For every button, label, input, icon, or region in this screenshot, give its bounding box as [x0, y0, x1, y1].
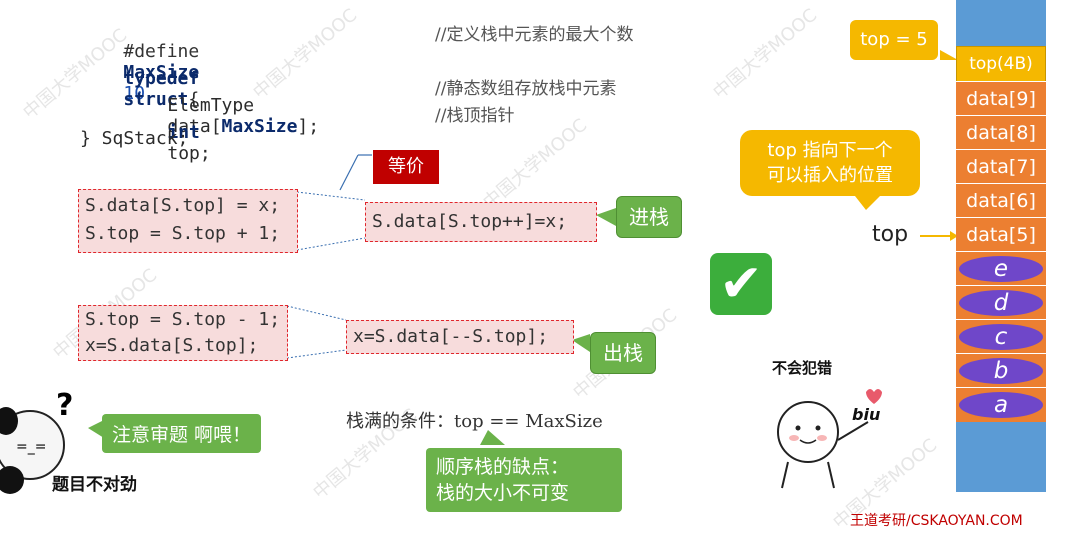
stack-element-cell: c — [956, 319, 1046, 354]
stack-cell: data[9] — [956, 81, 1046, 116]
code-block: #define MaxSize 10 //定义栈中元素的最大个数 typedef… — [80, 20, 720, 164]
code-top: top; — [167, 143, 211, 164]
footer-cut-text: 王道考研/CSKAOYAN.COM — [850, 513, 1023, 529]
svg-text:?: ? — [56, 388, 73, 423]
code-end: ]; — [297, 116, 320, 137]
push-label: 进栈 — [616, 196, 682, 238]
no-mistake-caption: 不会犯错 — [772, 359, 833, 377]
stack-element-cell: a — [956, 387, 1046, 422]
code-int-kw: int — [167, 122, 200, 143]
pop-line-1: S.top = S.top - 1; — [85, 309, 281, 330]
stack-element-cell: b — [956, 353, 1046, 388]
stack-cell: data[6] — [956, 183, 1046, 218]
push-two-line-box: S.data[S.top] = x; S.top = S.top + 1; — [78, 189, 298, 253]
stack-element-cell: e — [956, 251, 1046, 286]
biu-text: biu — [852, 405, 881, 424]
top-pointer-label: top — [872, 222, 909, 247]
stack-cell: data[8] — [956, 115, 1046, 150]
push-line-1: S.data[S.top] = x; — [85, 195, 281, 216]
code-maxsize: MaxSize — [123, 62, 200, 83]
stack-element: a — [959, 392, 1043, 418]
code-comment-2: //静态数组存放栈中元素 — [435, 79, 617, 99]
equiv-badge: 等价 — [373, 150, 439, 184]
check-mark-icon: ✔ — [710, 253, 772, 315]
code-brace: { — [188, 89, 200, 110]
stack-cell: data[7] — [956, 149, 1046, 184]
pop-combined: x=S.data[--S.top]; — [353, 326, 549, 347]
smiley-biu-icon — [777, 389, 882, 489]
code-comment-1: //定义栈中元素的最大个数 — [435, 25, 634, 45]
push-line-2: S.top = S.top + 1; — [85, 223, 281, 244]
code-data: data[ — [167, 116, 222, 137]
code-struct-kw: struct — [123, 89, 189, 110]
full-condition-text: 栈满的条件：top == MaxSize — [346, 411, 603, 432]
top-points-callout: top 指向下一个 可以插入的位置 — [740, 130, 920, 196]
pop-two-line-box: S.top = S.top - 1; x=S.data[S.top]; — [78, 305, 288, 361]
code-size: MaxSize — [221, 116, 298, 137]
code-define-kw: #define — [123, 41, 200, 62]
push-combined: S.data[S.top++]=x; — [372, 211, 568, 232]
code-elemtype: ElemType — [167, 95, 255, 116]
wrong-caption: 题目不对劲 — [52, 475, 137, 495]
stack-element: b — [959, 358, 1043, 384]
stack-element: e — [959, 256, 1043, 282]
push-combined-box: S.data[S.top++]=x; — [365, 202, 597, 242]
stack-element: d — [959, 290, 1043, 316]
code-num: 10 — [123, 83, 146, 104]
pop-combined-box: x=S.data[--S.top]; — [346, 320, 574, 354]
stack-element-cell: d — [956, 285, 1046, 320]
stack-cell: data[5] — [956, 217, 1046, 252]
stack-top-cell: top(4B) — [956, 46, 1046, 82]
code-typedef-kw: typedef — [123, 68, 200, 89]
connector-lines — [88, 50, 958, 445]
stack-top-area — [956, 0, 1046, 46]
attention-callout: 注意审题 啊喂！ — [102, 414, 262, 453]
code-comment-3: //栈顶指针 — [435, 106, 515, 126]
code-sqstack: } SqStack; — [80, 128, 189, 149]
pop-label: 出栈 — [590, 332, 656, 374]
drawback-callout: 顺序栈的缺点： 栈的大小不可变 — [426, 448, 622, 512]
stack-diagram: top(4B) data[9] data[8] data[7] data[6] … — [956, 0, 1046, 492]
svg-text:=_=: =_= — [16, 439, 46, 455]
stack-bottom-area — [956, 422, 1046, 492]
stack-element: c — [959, 324, 1043, 350]
top-eq-callout: top = 5 — [850, 20, 938, 60]
panda-meme-icon: =_= ? — [0, 388, 73, 494]
pop-line-2: x=S.data[S.top]; — [85, 335, 259, 356]
